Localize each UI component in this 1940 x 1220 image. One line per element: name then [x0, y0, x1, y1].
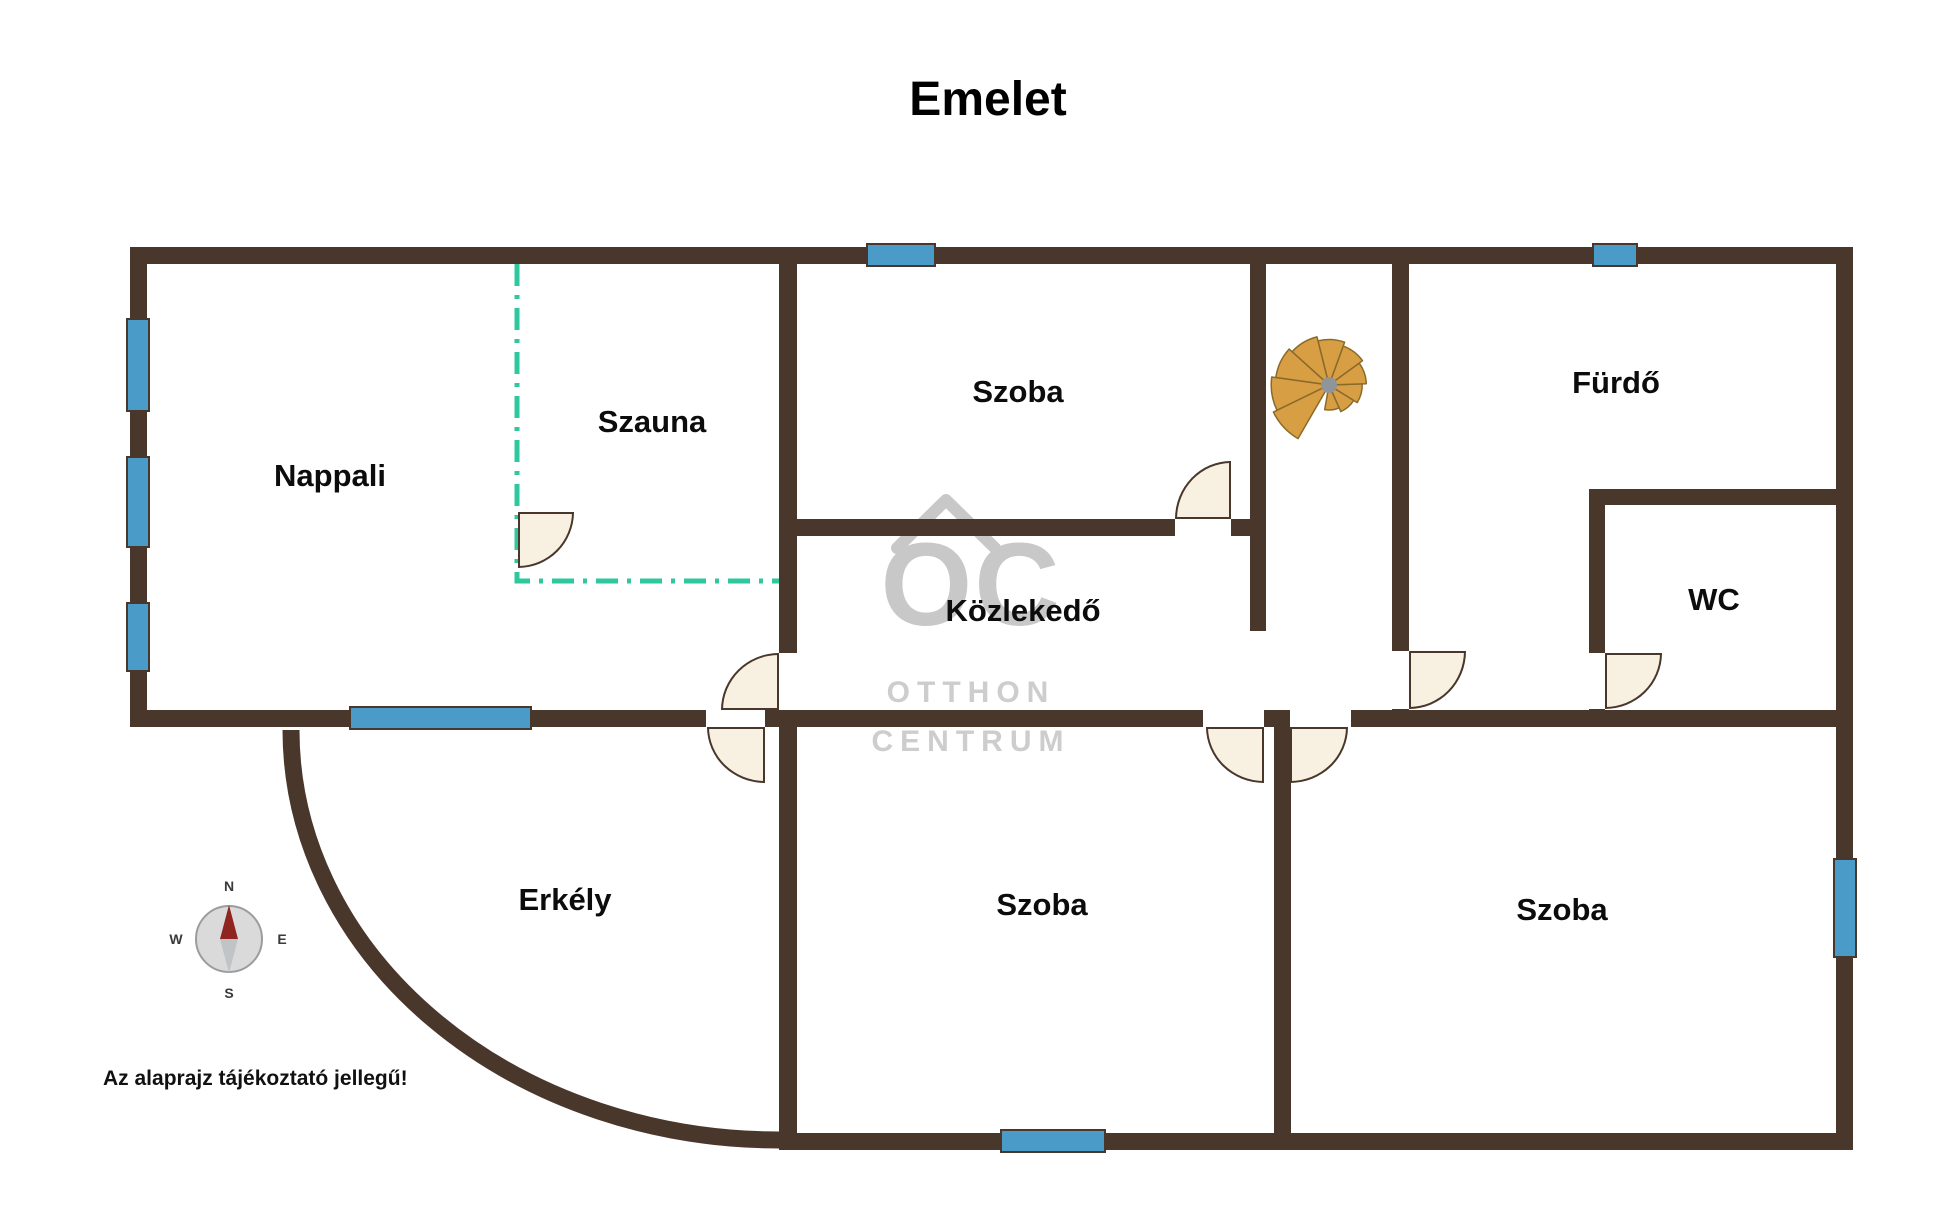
room-label-erkely: Erkély [518, 882, 612, 917]
compass-north-label: N [223, 878, 235, 894]
disclaimer-note: Az alaprajz tájékoztató jellegű! [103, 1067, 408, 1090]
window-right [1833, 858, 1857, 958]
watermark-line1: OTTHON [886, 676, 1056, 709]
watermark-line2: CENTRUM [871, 725, 1071, 758]
sauna-boundary-line [514, 264, 779, 584]
room-label-szauna: Szauna [597, 404, 707, 439]
spiral-staircase-icon [1270, 336, 1368, 440]
room-label-furdo: Fürdő [1572, 365, 1660, 400]
door-szoba-bottom-left [1206, 727, 1264, 783]
window-left-1 [126, 318, 150, 412]
wall-outer-right [1836, 247, 1853, 1150]
watermark-logo: OC [880, 519, 1062, 651]
wall-mid-vertical-b [779, 710, 797, 1150]
wall-stairwell-right-a [1392, 247, 1409, 651]
window-top-2 [1592, 243, 1638, 267]
room-label-szoba-top: Szoba [972, 374, 1064, 409]
room-label-szoba-bottom-right: Szoba [1516, 892, 1608, 927]
wall-outer-top [130, 247, 1853, 264]
wall-upper-bottom-a [797, 710, 1203, 727]
page-title: Emelet [909, 73, 1067, 126]
window-left-2 [126, 456, 150, 548]
wall-upper-bottom-b [1264, 710, 1290, 727]
window-bottom [1000, 1129, 1106, 1153]
wall-outer-bottom [779, 1133, 1853, 1150]
balcony-wall-curve [282, 729, 780, 1149]
compass-rose-icon: N E S W [169, 878, 289, 1001]
wall-mid-vertical-a [779, 247, 797, 653]
window-nappali-bottom [349, 706, 532, 730]
room-label-nappali: Nappali [274, 458, 386, 493]
compass-east-label: E [277, 931, 287, 947]
room-label-kozlekedo: Közlekedő [945, 593, 1101, 628]
wall-szoba-top-bottom-a [797, 519, 1175, 536]
room-label-wc: WC [1688, 582, 1740, 617]
wall-wc-left-a [1589, 489, 1605, 653]
wall-rooms-divider [1274, 727, 1291, 1150]
window-top-1 [866, 243, 936, 267]
wall-upper-bottom-c [1351, 710, 1853, 727]
wall-wc-top [1589, 489, 1853, 505]
room-label-szoba-bottom-left: Szoba [996, 887, 1088, 922]
compass-south-label: S [224, 985, 234, 1001]
compass-west-label: W [169, 931, 183, 947]
wall-stairwell-left [1250, 247, 1266, 631]
window-left-3 [126, 602, 150, 672]
